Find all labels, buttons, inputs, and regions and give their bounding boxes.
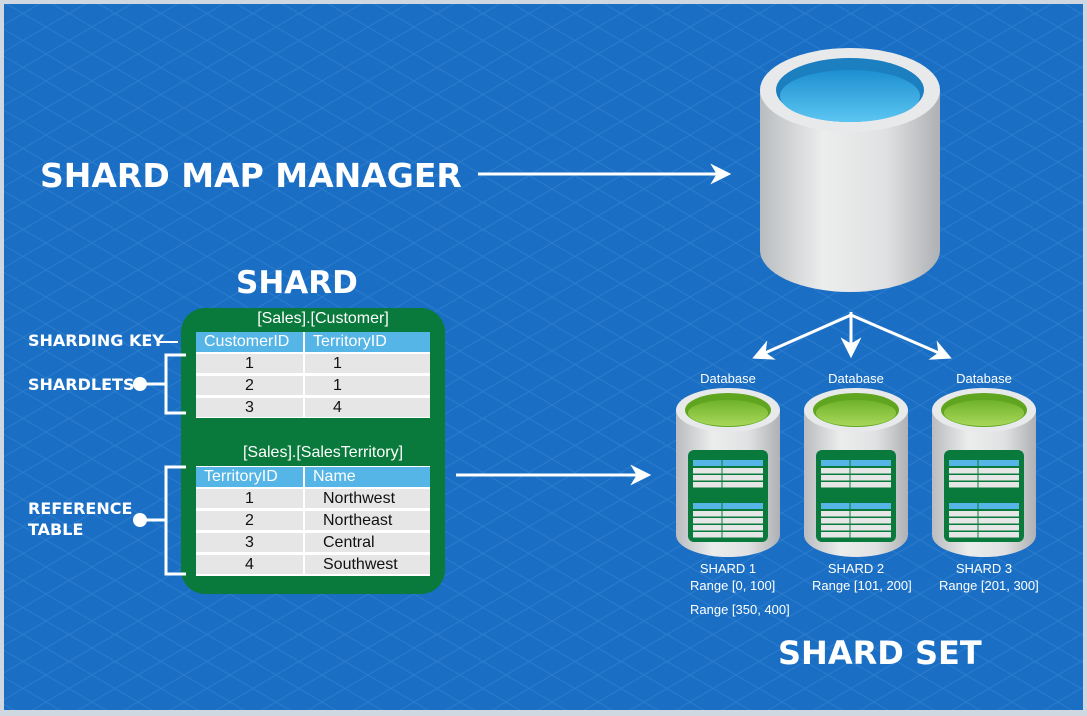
shard-1-database-icon [676,388,780,557]
table-cell: 3 [196,398,303,417]
table-cell: 1 [196,354,303,373]
reference-table-label-line1: REFERENCE [28,499,133,518]
table-cell: Northwest [305,489,430,508]
table-cell: 1 [305,354,430,373]
database-label-2: Database [828,371,884,386]
customer-table-title: [Sales].[Customer] [257,310,389,327]
shard-2-label: SHARD 2 [827,561,885,576]
table-cell: 4 [305,398,430,417]
shard-2-range: Range [101, 200] [812,578,912,593]
sharding-key-label: SHARDING KEY [28,331,164,350]
shard-map-manager-database-icon [760,48,940,292]
table-header-cell: TerritoryID [305,332,430,352]
table-cell: Northeast [305,511,430,530]
shard-set-label: SHARD SET [778,634,982,672]
reference-table-label-line2: TABLE [28,520,84,539]
fan-out-arrows [752,312,952,360]
reference-table-dot [133,513,147,527]
shard-label: SHARD [236,265,358,301]
table-header-cell: CustomerID [196,332,303,352]
table-cell: 3 [196,533,303,552]
table-cell: 2 [196,511,303,530]
table-cell: Southwest [305,555,430,574]
table-cell: 2 [196,376,303,395]
shard-3-database-icon [932,388,1036,557]
shard-3-range: Range [201, 300] [939,578,1039,593]
table-cell: Central [305,533,430,552]
table-cell: 1 [305,376,430,395]
shard-1-range-2: Range [350, 400] [690,602,790,617]
table-header-cell: TerritoryID [196,467,303,487]
shard-map-manager-label: SHARD MAP MANAGER [40,156,462,195]
shard-1-range: Range [0, 100] [690,578,776,593]
territory-table-title: [Sales].[SalesTerritory] [242,444,404,461]
shard-2-database-icon [804,388,908,557]
shard-1-label: SHARD 1 [699,561,757,576]
table-header-cell: Name [305,467,430,487]
shard-3-label: SHARD 3 [955,561,1013,576]
shardlets-label: SHARDLETS [28,375,135,394]
sharding-key-line [158,341,178,343]
table-cell: 1 [196,489,303,508]
database-label-3: Database [956,371,1012,386]
table-cell: 4 [196,555,303,574]
database-label-1: Database [700,371,756,386]
shardlets-dot [133,377,147,391]
